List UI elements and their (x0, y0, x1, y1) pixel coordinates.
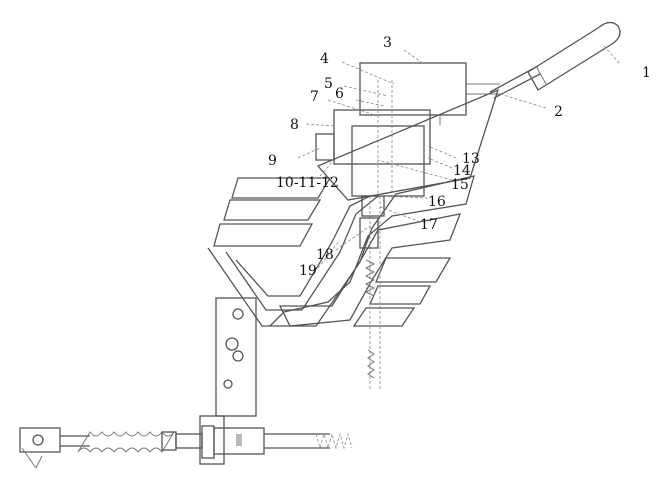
label-6: 6 (335, 86, 344, 102)
cable-assembly (19, 425, 353, 469)
label-19: 19 (299, 263, 317, 279)
label-14: 14 (453, 163, 471, 179)
label-5: 5 (324, 76, 333, 92)
label-17: 17 (420, 217, 438, 233)
label-8: 8 (290, 117, 299, 133)
left-plates (213, 177, 332, 247)
label-13: 13 (462, 151, 480, 167)
label-7: 7 (310, 89, 319, 105)
label-10-11-12: 10-11-12 (276, 175, 339, 191)
label-1: 1 (642, 65, 651, 81)
label-4: 4 (320, 51, 329, 67)
label-15: 15 (451, 177, 469, 193)
label-16: 16 (428, 194, 446, 210)
part-labels: 1 2 3 4 5 6 7 8 9 10-11-12 13 14 15 16 1… (268, 35, 651, 279)
label-18: 18 (316, 247, 334, 263)
center-shaft (359, 195, 385, 390)
guide-arm (316, 88, 500, 201)
lever-handle (489, 21, 621, 99)
label-9: 9 (268, 153, 277, 169)
leader-lines (297, 45, 621, 269)
small-block (315, 133, 335, 161)
label-2: 2 (554, 104, 563, 120)
bracket-plate (199, 297, 257, 465)
gate-channel (207, 175, 475, 327)
inner-body (333, 80, 431, 200)
upper-housing (359, 62, 500, 125)
right-plates (352, 257, 452, 327)
label-3: 3 (383, 35, 392, 51)
